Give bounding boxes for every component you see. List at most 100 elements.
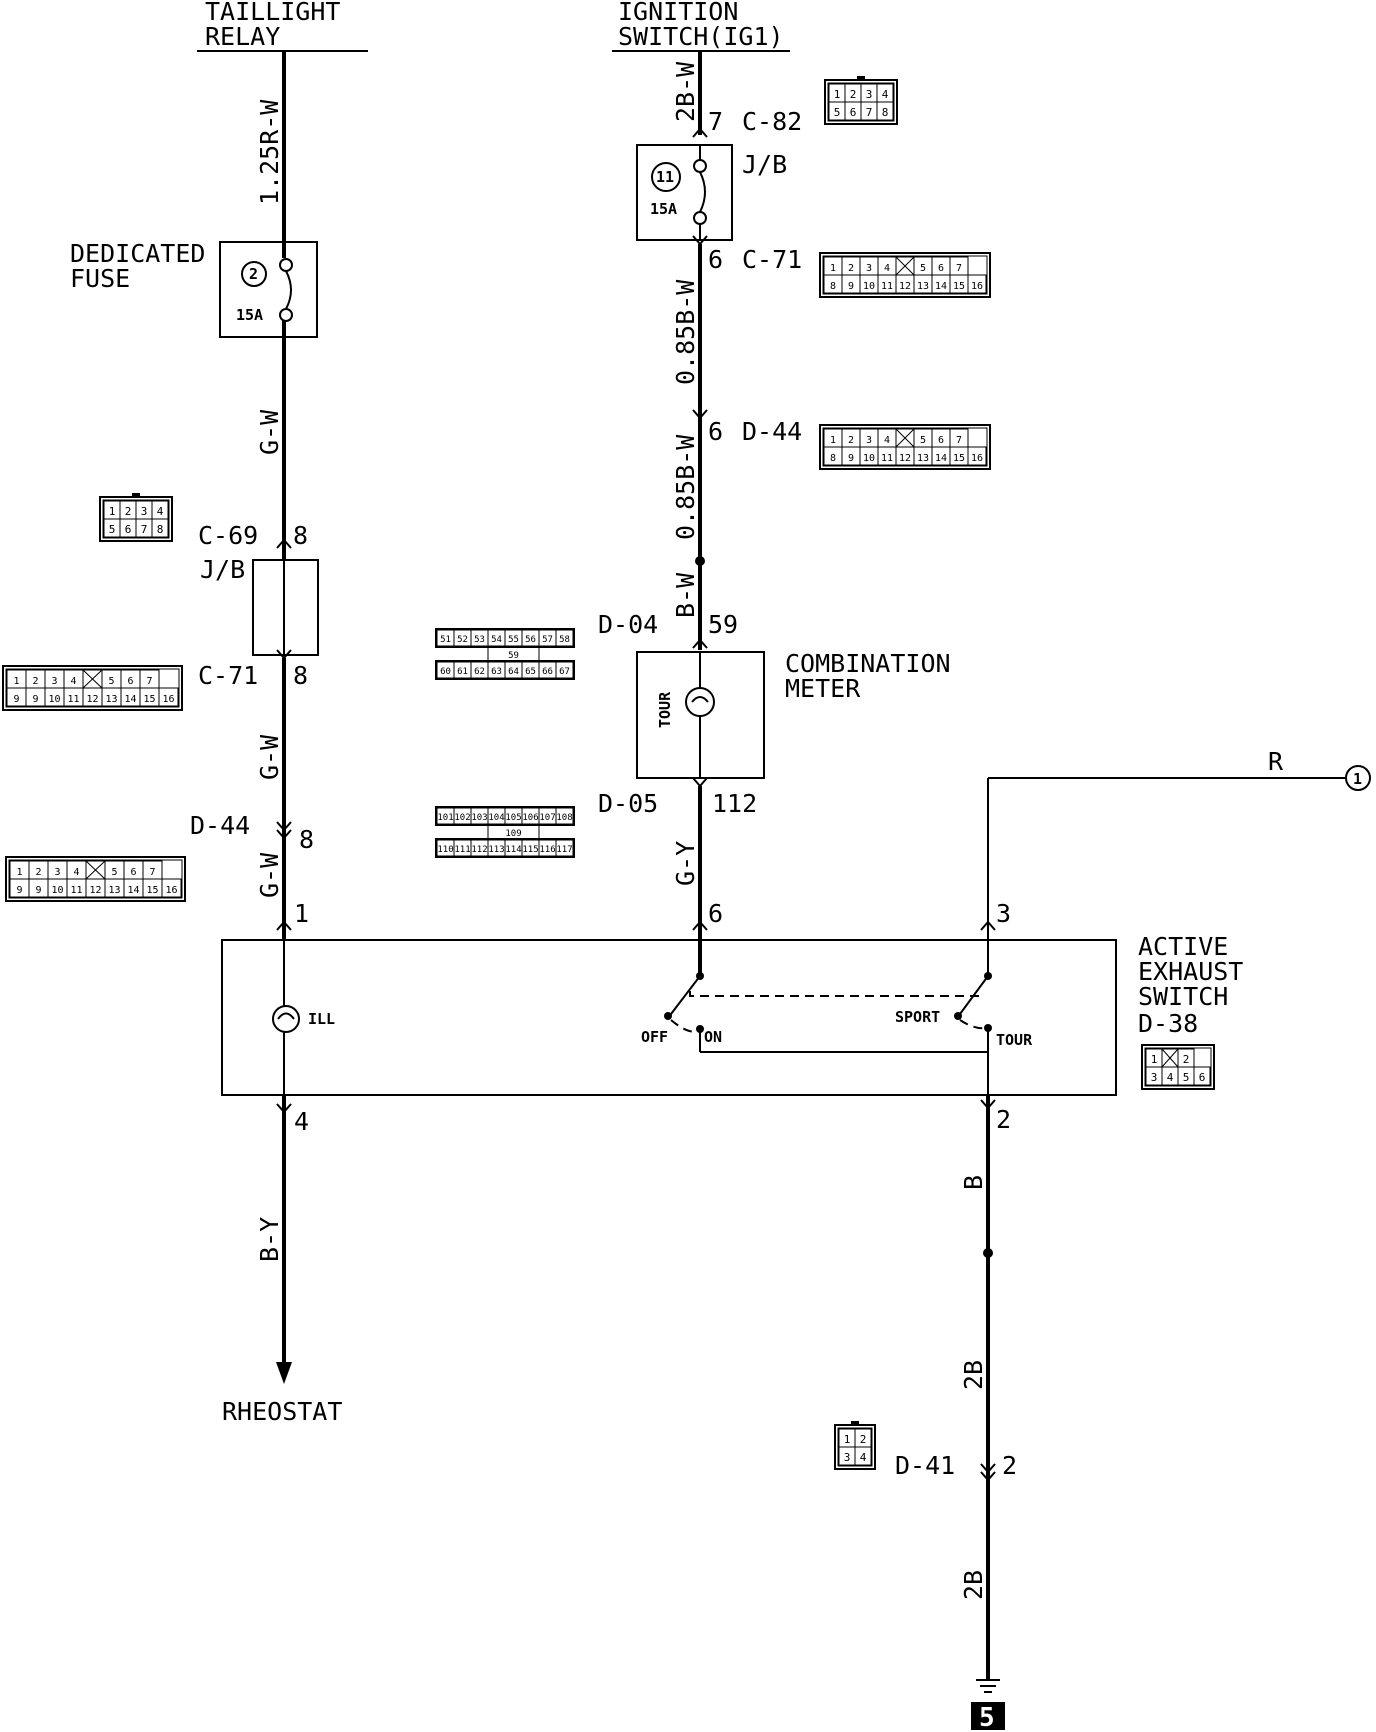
connector-pin-label: 2 [848, 263, 854, 274]
connector-pin-label: 14 [935, 453, 947, 464]
switch-pin-2: 2 [996, 1105, 1011, 1134]
connector-pin-label: 116 [539, 845, 555, 855]
connector-pin-label: 4 [1167, 1071, 1174, 1084]
connector-pin-label: 14 [127, 885, 139, 896]
wire-085bw-lower: 0.85B-W [671, 434, 700, 540]
connector-pin-label: 12 [86, 694, 98, 705]
connector-pin-label: 109 [505, 829, 521, 839]
connector-pin-label: 13 [105, 694, 117, 705]
connector-pin-label: 101 [437, 813, 453, 823]
connector-pin-label: 11 [67, 694, 79, 705]
jb-passthrough-box [252, 559, 319, 656]
d41-pin: 2 [1002, 1451, 1017, 1480]
connector-pin-label: 3 [1151, 1071, 1158, 1084]
connector-pin-label: 4 [860, 1451, 867, 1464]
connector-pin-label: 2 [125, 505, 132, 518]
connector-pin-label: 113 [488, 845, 504, 855]
d05-pin: 112 [712, 789, 757, 818]
connector-pin-label: 9 [35, 885, 41, 896]
wire-g-w-upper: G-W [255, 409, 284, 455]
c82-name: C-82 [742, 107, 802, 136]
connector-pin-label: 1 [16, 867, 22, 878]
connector-pin-label: 10 [863, 281, 875, 292]
connector-pin-label: 5 [109, 523, 116, 536]
connector-pin-label: 102 [454, 813, 470, 823]
ground-symbol [976, 1679, 1000, 1693]
connector-pin-label: 6 [938, 263, 944, 274]
wire-b-y: B-Y [255, 1217, 284, 1262]
connector-pin-label: 6 [850, 106, 857, 119]
connector-pin-label: 9 [848, 453, 854, 464]
connector-pin-label: 66 [542, 667, 553, 677]
connector-pin-label: 53 [474, 635, 485, 645]
connector-pin-label: 106 [522, 813, 538, 823]
connector-pin-label: 5 [834, 106, 841, 119]
connector-pin-label: 8 [830, 453, 836, 464]
connector-pin-label: 1 [109, 505, 116, 518]
connector-pin-label: 1 [1151, 1053, 1158, 1066]
connector-pin-label: 15 [146, 885, 158, 896]
connector-pin-label: 55 [508, 635, 519, 645]
connector-pin-label: 8 [882, 106, 889, 119]
connector-pin-label: 2 [850, 88, 857, 101]
connector-pin-label: 56 [525, 635, 536, 645]
switch-pin-4: 4 [294, 1107, 309, 1136]
connector-pin-label: 57 [542, 635, 553, 645]
connector-pin-label: 12 [899, 453, 911, 464]
connector-pin-label: 3 [51, 676, 57, 687]
connector-pin-label: 3 [54, 867, 60, 878]
connector-pin-label: 14 [124, 694, 136, 705]
connector-pin-label: 7 [149, 867, 155, 878]
connector-pin-label: 16 [971, 281, 983, 292]
wire-085bw-upper: 0.85B-W [671, 279, 700, 385]
right-circuit: R 1 3 2 B 2B 2 D-41 2B 5 [895, 747, 1371, 1732]
connector-pin-label: 12 [89, 885, 101, 896]
connector-pin-label: 3 [141, 505, 148, 518]
connector-pin-label: 15 [953, 453, 965, 464]
connector-pin-label: 103 [471, 813, 487, 823]
connector-pin-label: 3 [866, 263, 872, 274]
c69-pin: 8 [293, 521, 308, 550]
connector-pin-label: 6 [125, 523, 132, 536]
connector-pin-label: 4 [884, 263, 890, 274]
connector-pin-label: 110 [437, 845, 453, 855]
ground-number: 5 [979, 1703, 995, 1732]
d44-right-name: D-44 [742, 417, 802, 446]
off-label: OFF [641, 1028, 668, 1046]
connector-pin-label: 13 [108, 885, 120, 896]
d38-name: D-38 [1138, 1009, 1198, 1038]
connector-pin-label: 1 [844, 1433, 851, 1446]
ground-number-box [971, 1702, 1005, 1730]
connector-pin-label: 4 [73, 867, 79, 878]
connector-pin-label: 3 [866, 88, 873, 101]
connector-pin-label: 58 [559, 635, 570, 645]
rheostat-label: RHEOSTAT [222, 1397, 342, 1426]
connector-pin-label: 15 [953, 281, 965, 292]
connector-pin-label: 10 [51, 885, 63, 896]
connector-pin-label: 2 [32, 676, 38, 687]
reference-circle-number: 1 [1353, 770, 1362, 788]
connector-pin-label: 5 [920, 435, 926, 446]
wire-2b-upper: 2B [959, 1360, 988, 1390]
connector-pin-label: 9 [32, 694, 38, 705]
connector-pin-label: 52 [457, 635, 468, 645]
connector-pin-label: 10 [48, 694, 60, 705]
connector-pin-label: 5 [920, 263, 926, 274]
connector-pin-label: 114 [505, 845, 521, 855]
connector-pin-label: 108 [556, 813, 572, 823]
connector-pin-label: 14 [935, 281, 947, 292]
connector-pin-label: 6 [938, 435, 944, 446]
d44-right-pin: 6 [708, 417, 723, 446]
connector-pin-label: 61 [457, 667, 468, 677]
connector-pin-label: 63 [491, 667, 502, 677]
wire-1-25r-w: 1.25R-W [255, 99, 284, 205]
